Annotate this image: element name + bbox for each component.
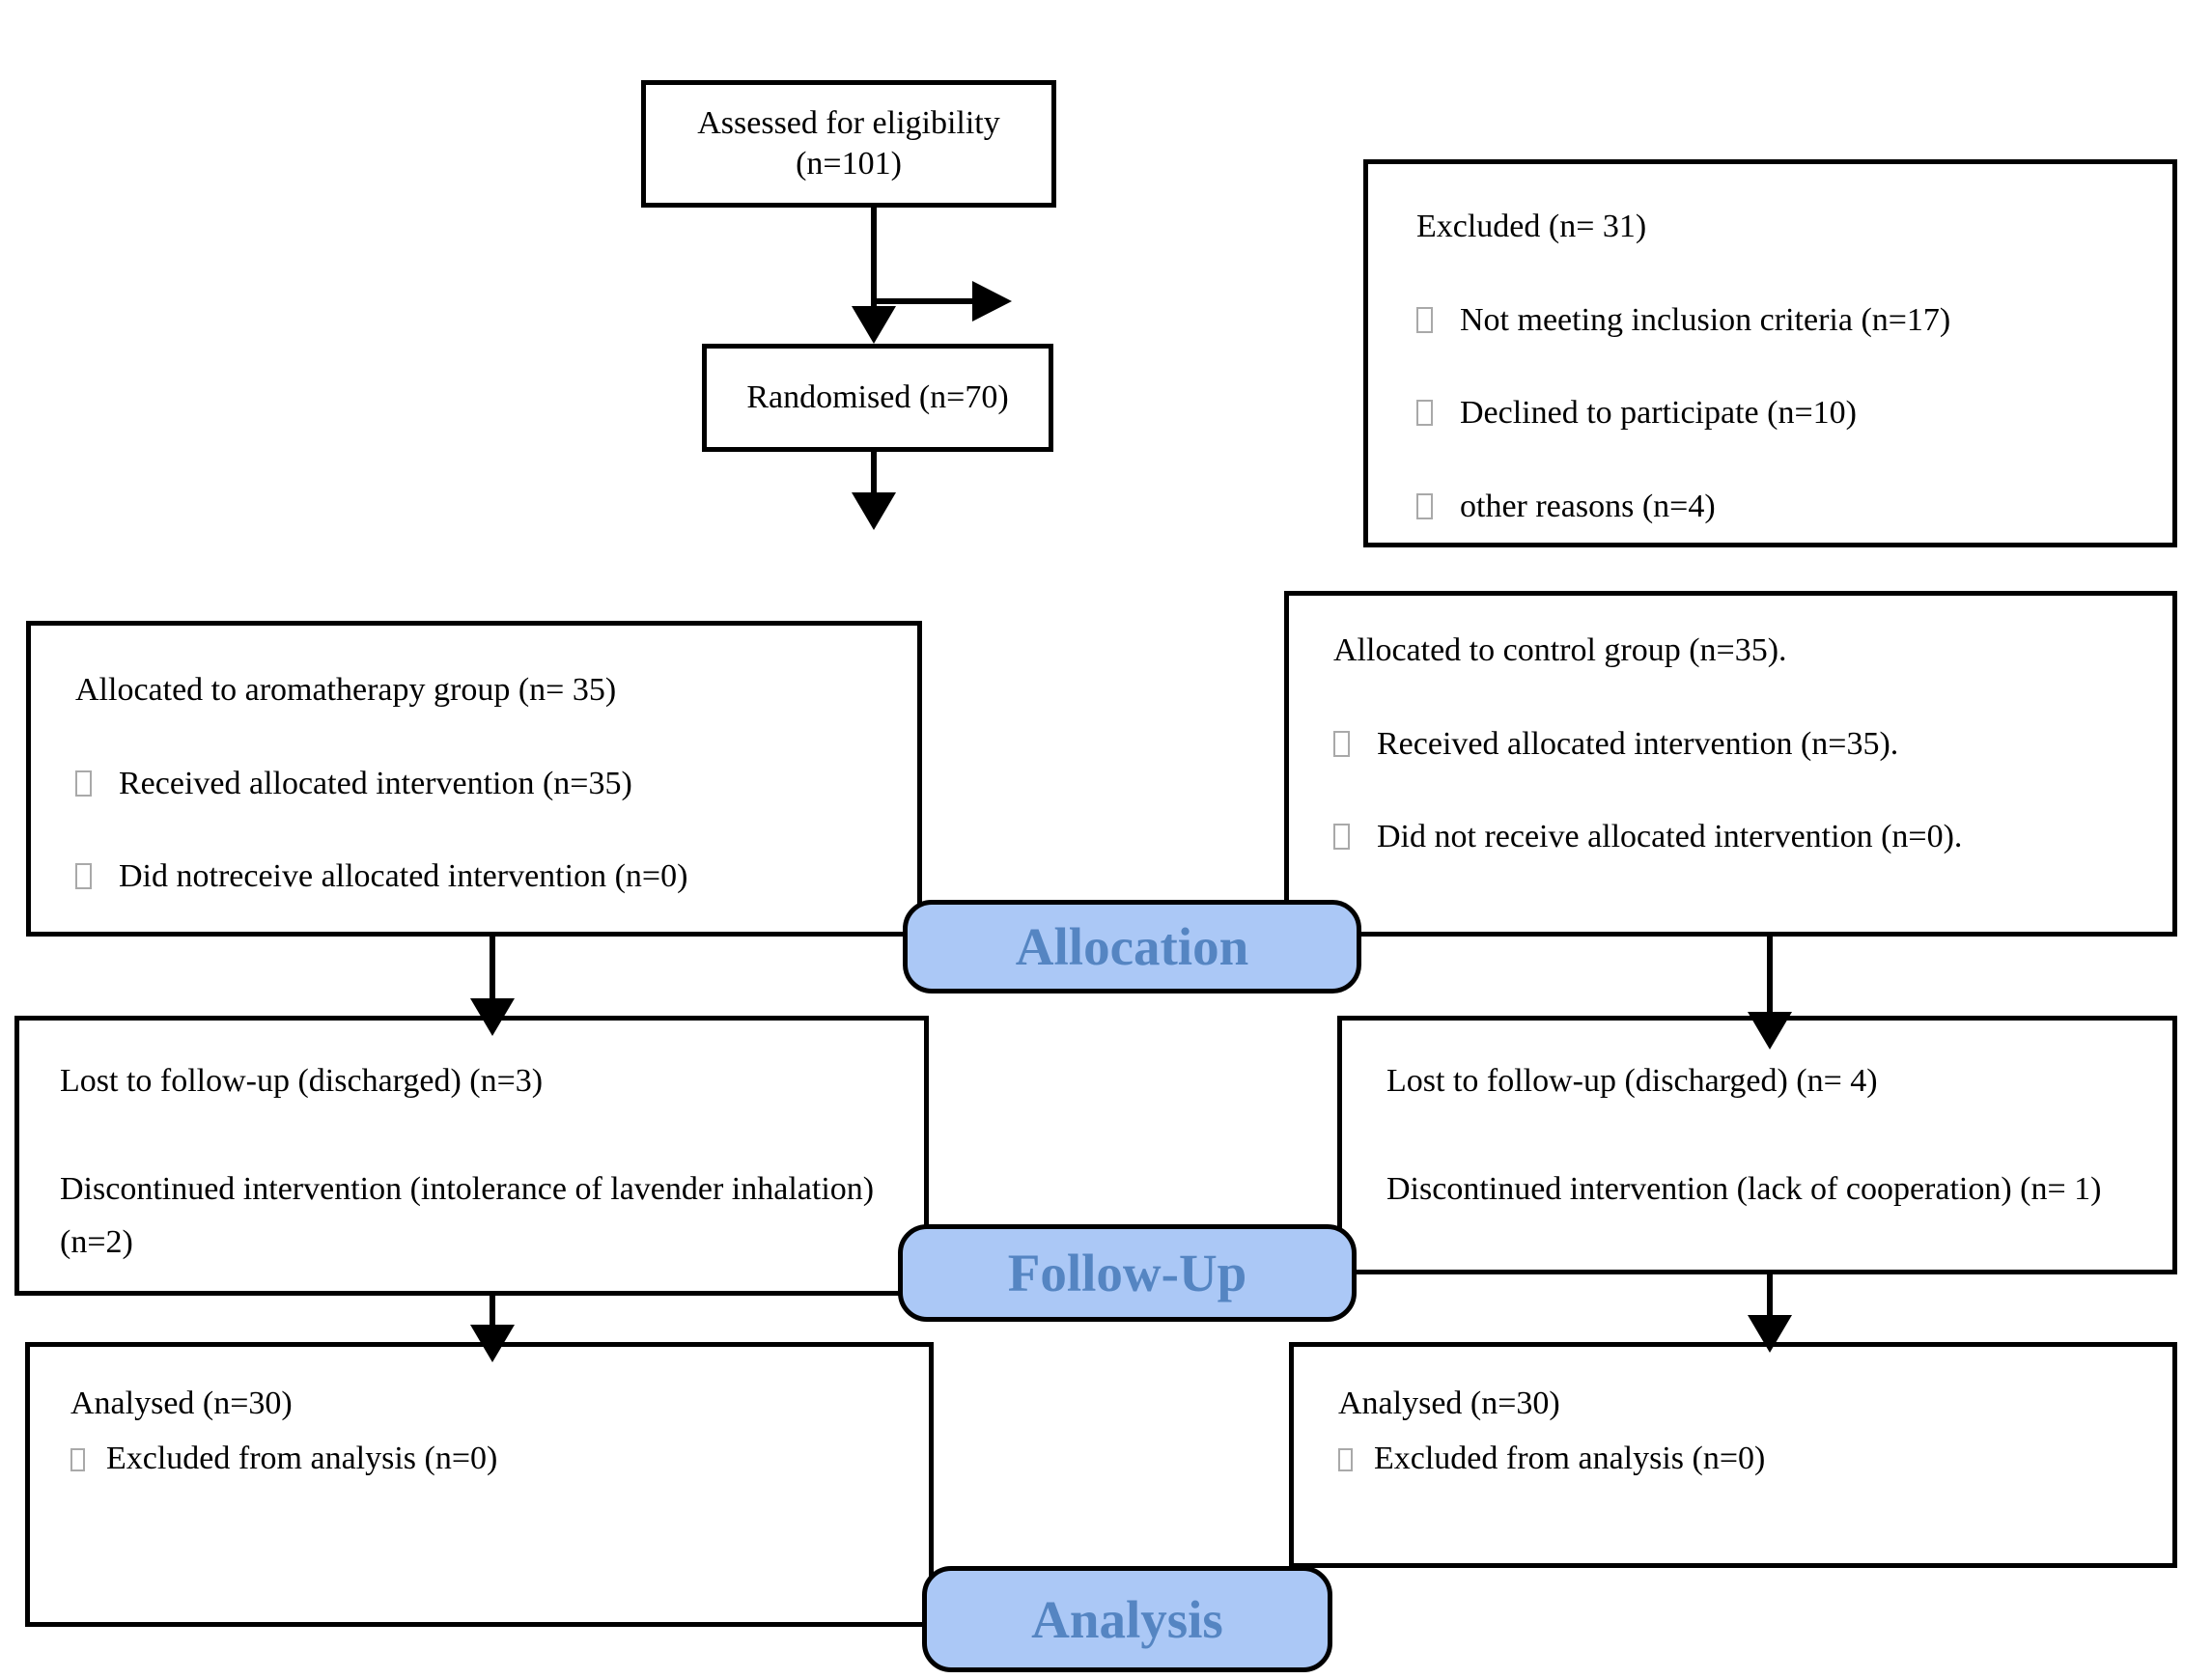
bullet-box-glyph (75, 770, 92, 797)
analysed-left-item-text: Excluded from analysis (n=0) (106, 1440, 498, 1476)
followup-left-line1: Lost to follow-up (discharged) (n=3) (60, 1063, 544, 1099)
arrow-to-excluded-head (972, 281, 1012, 322)
analysed-left-title: Analysed (n=30) (70, 1385, 293, 1421)
assessed-text: Assessed for eligibility (n=101) (697, 104, 1000, 182)
excluded-title: Excluded (n= 31) (1416, 209, 1647, 244)
analysed-right-box: Analysed (n=30) Excluded from analysis (… (1289, 1342, 2177, 1568)
followup-right-line2: Discontinued intervention (lack of coope… (1386, 1170, 2102, 1207)
aromatherapy-group-item: Received allocated intervention (n=35) (75, 764, 888, 805)
bullet-box-glyph (1333, 730, 1350, 757)
followup-stage-label: Follow-Up (1007, 1244, 1247, 1302)
control-group-item: Received allocated intervention (n=35). (1333, 724, 2143, 766)
arrow-left-alloc-to-followup-head (470, 998, 515, 1036)
arrow-left-followup-to-analysed-line (490, 1294, 495, 1327)
arrow-randomised-down-head (852, 492, 896, 530)
excluded-item: other reasons (n=4) (1416, 487, 2143, 528)
randomised-box: Randomised (n=70) (702, 344, 1053, 452)
arrow-right-followup-to-analysed-head (1748, 1315, 1792, 1353)
control-group-title: Allocated to control group (n=35). (1333, 632, 1787, 668)
analysed-right-title: Analysed (n=30) (1338, 1385, 1560, 1421)
arrow-right-alloc-to-followup-line (1767, 933, 1773, 1014)
aromatherapy-group-box: Allocated to aromatherapy group (n= 35) … (26, 621, 922, 937)
bullet-box-glyph (1416, 400, 1433, 426)
assessed-box: Assessed for eligibility (n=101) (641, 80, 1056, 208)
control-group-item: Did not receive allocated intervention (… (1333, 817, 2143, 858)
followup-right-line1: Lost to follow-up (discharged) (n= 4) (1386, 1063, 1878, 1099)
followup-right-box: Lost to follow-up (discharged) (n= 4) Di… (1337, 1016, 2177, 1274)
arrow-left-alloc-to-followup-line (490, 933, 495, 1000)
analysed-left-item: Excluded from analysis (n=0) (70, 1439, 900, 1480)
arrow-right-alloc-to-followup-head (1748, 1012, 1792, 1049)
arrow-to-excluded-line (874, 298, 974, 304)
analysis-stage-label: Analysis (1031, 1589, 1223, 1649)
aromatherapy-group-item: Did notreceive allocated intervention (n… (75, 856, 888, 898)
control-group-item-text: Received allocated intervention (n=35). (1377, 725, 1899, 762)
analysed-right-item: Excluded from analysis (n=0) (1338, 1439, 2143, 1480)
arrow-left-followup-to-analysed-head (470, 1325, 515, 1362)
bullet-box-glyph (1416, 306, 1433, 333)
arrow-assessed-to-randomised-line (871, 208, 877, 308)
arrow-assessed-to-randomised-head (852, 306, 896, 344)
randomised-text: Randomised (n=70) (746, 378, 1009, 415)
allocation-stage-pill: Allocation (903, 900, 1361, 993)
followup-left-box: Lost to follow-up (discharged) (n=3) Dis… (14, 1016, 929, 1296)
control-group-box: Allocated to control group (n=35). Recei… (1284, 591, 2177, 937)
bullet-box-glyph (1416, 492, 1433, 519)
excluded-box: Excluded (n= 31) Not meeting inclusion c… (1363, 159, 2177, 547)
excluded-item-text: other reasons (n=4) (1460, 488, 1716, 524)
followup-left-line2: Discontinued intervention (intolerance o… (60, 1170, 875, 1260)
bullet-box-glyph (1333, 824, 1350, 850)
aromatherapy-group-item-text: Received allocated intervention (n=35) (119, 765, 632, 801)
analysed-right-item-text: Excluded from analysis (n=0) (1374, 1440, 1766, 1476)
arrow-right-followup-to-analysed-line (1767, 1273, 1773, 1317)
bullet-box-glyph (1338, 1447, 1353, 1471)
analysis-stage-pill: Analysis (922, 1566, 1332, 1672)
excluded-item: Not meeting inclusion criteria (n=17) (1416, 300, 2143, 342)
bullet-box-glyph (70, 1447, 85, 1471)
arrow-randomised-down-line (871, 452, 877, 494)
control-group-item-text: Did not receive allocated intervention (… (1377, 819, 1963, 854)
aromatherapy-group-title: Allocated to aromatherapy group (n= 35) (75, 672, 617, 708)
excluded-item-text: Not meeting inclusion criteria (n=17) (1460, 301, 1951, 338)
aromatherapy-group-item-text: Did notreceive allocated intervention (n… (119, 858, 688, 894)
followup-stage-pill: Follow-Up (898, 1224, 1357, 1322)
excluded-item-text: Declined to participate (n=10) (1460, 395, 1857, 431)
bullet-box-glyph (75, 863, 92, 889)
allocation-stage-label: Allocation (1015, 917, 1249, 976)
excluded-item: Declined to participate (n=10) (1416, 393, 2143, 434)
analysed-left-box: Analysed (n=30) Excluded from analysis (… (25, 1342, 934, 1627)
